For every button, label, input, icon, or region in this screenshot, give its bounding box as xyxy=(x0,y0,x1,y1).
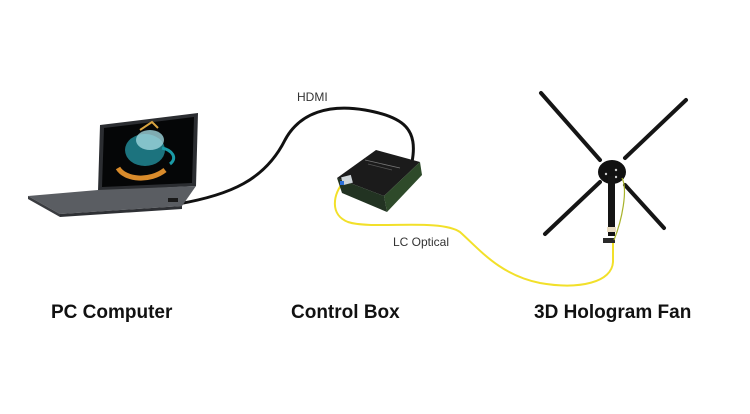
hologram-fan-label: 3D Hologram Fan xyxy=(534,302,692,323)
pc-computer-label: PC Computer xyxy=(51,302,173,323)
control-box-label: Control Box xyxy=(291,302,400,323)
control-box-icon xyxy=(337,150,422,212)
hdmi-cable xyxy=(176,106,415,206)
hologram-fan-icon xyxy=(539,91,688,243)
optical-cable xyxy=(333,179,614,287)
hdmi-label: HDMI xyxy=(297,90,328,104)
lc-optical-label: LC Optical xyxy=(393,235,450,249)
laptop-icon xyxy=(28,113,198,217)
